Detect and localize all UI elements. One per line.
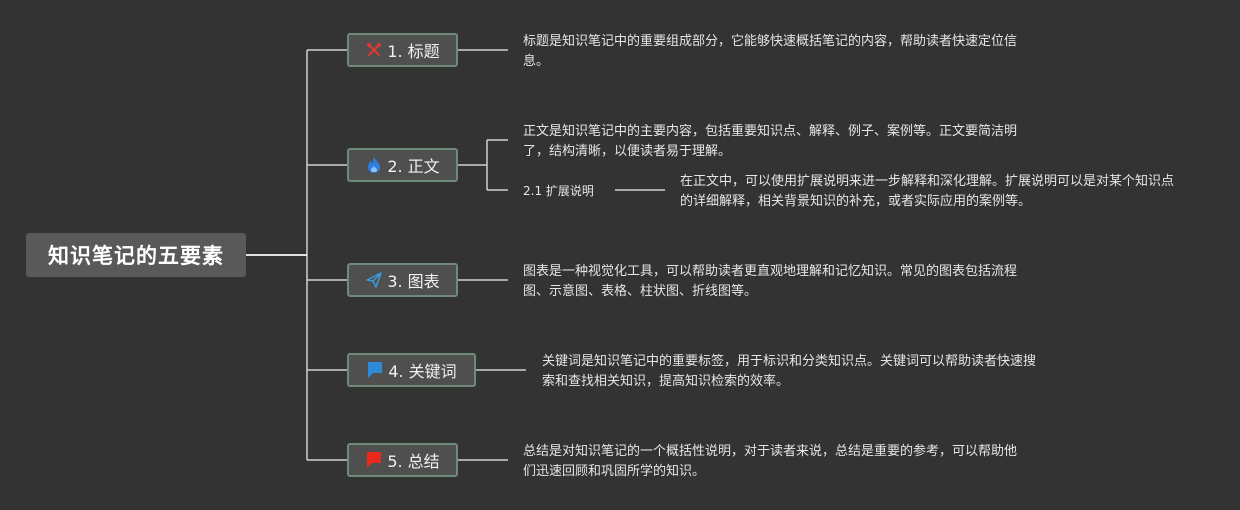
topic-node-keywords[interactable]: 4. 关键词: [347, 353, 476, 387]
topic-description-title: 标题是知识笔记中的重要组成部分，它能够快速概括笔记的内容，帮助读者快速定位信息。: [523, 34, 1018, 69]
root-title: 知识笔记的五要素: [48, 244, 224, 268]
topic-description-chart: 图表是一种视觉化工具，可以帮助读者更直观地理解和记忆知识。常见的图表包括流程图、…: [523, 264, 1018, 299]
red-flag-icon: [365, 451, 383, 469]
paper-plane-icon: [365, 271, 383, 289]
topic-label: 5. 总结: [387, 452, 440, 471]
flame-icon: [365, 156, 383, 174]
subtopic-description-extended: 在正文中，可以使用扩展说明来进一步解释和深化理解。扩展说明可以是对某个知识点的详…: [680, 174, 1175, 209]
topic-label: 1. 标题: [387, 42, 440, 61]
topic-description-body: 正文是知识笔记中的主要内容，包括重要知识点、解释、例子、案例等。正文要简洁明了，…: [523, 124, 1018, 159]
blue-flag-icon: [366, 361, 384, 379]
topic-node-summary[interactable]: 5. 总结: [347, 443, 458, 477]
subtopic-label-extended[interactable]: 2.1 扩展说明: [523, 184, 594, 198]
topic-label: 4. 关键词: [388, 362, 457, 381]
topic-label: 3. 图表: [387, 272, 440, 291]
topic-node-title[interactable]: 1. 标题: [347, 33, 458, 67]
root-node[interactable]: 知识笔记的五要素: [26, 233, 246, 277]
topic-description-summary: 总结是对知识笔记的一个概括性说明，对于读者来说，总结是重要的参考，可以帮助他们迅…: [523, 444, 1018, 479]
crossed-tools-icon: [365, 41, 383, 59]
topic-description-keywords: 关键词是知识笔记中的重要标签，用于标识和分类知识点。关键词可以帮助读者快速搜索和…: [542, 354, 1037, 389]
leaf-connector-2-fork: [458, 139, 508, 191]
topic-node-chart[interactable]: 3. 图表: [347, 263, 458, 297]
topic-node-body[interactable]: 2. 正文: [347, 148, 458, 182]
topic-label: 2. 正文: [387, 157, 440, 176]
